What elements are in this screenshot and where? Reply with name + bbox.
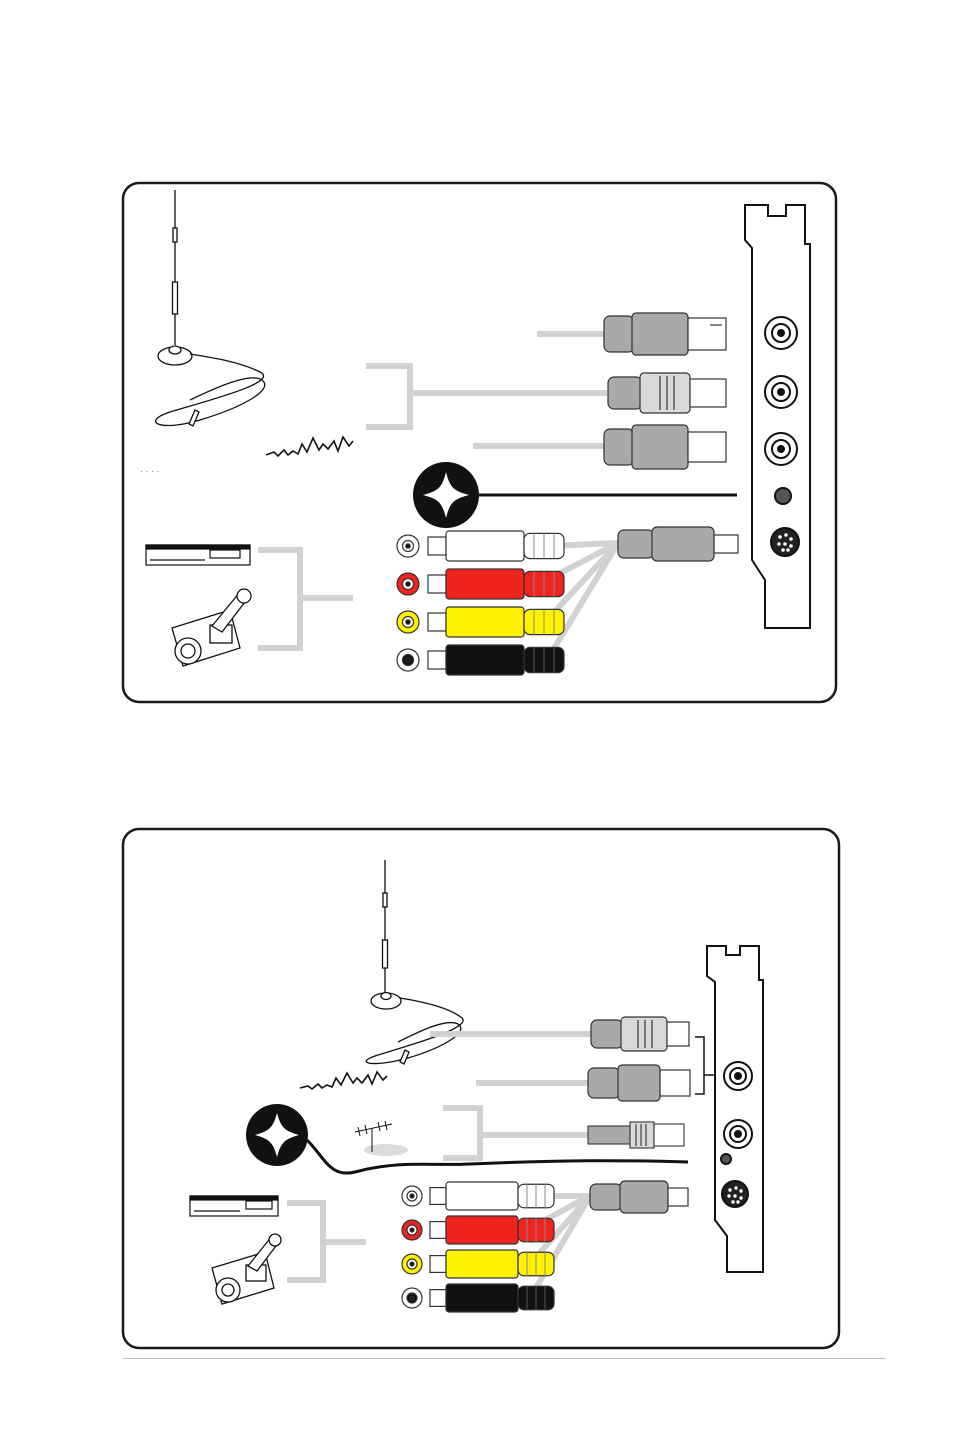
tiny-dots: · · · ·	[140, 466, 160, 476]
coax-plug-1	[591, 1017, 689, 1051]
coax-plug-2	[588, 1065, 690, 1101]
antenna-cables	[430, 1034, 594, 1158]
rca-plug-red	[397, 569, 564, 599]
capture-card-bracket	[745, 205, 810, 628]
breakout-plug	[590, 1181, 688, 1213]
vcr-device-icon	[146, 545, 250, 565]
cable-bracket-antenna	[366, 366, 607, 427]
breakout-cables	[530, 1196, 590, 1298]
four-point-star-badge-icon	[413, 462, 737, 528]
coax-plug-1	[604, 313, 726, 355]
breakout-plug	[618, 527, 738, 561]
cable-bracket-devices	[258, 550, 353, 648]
breakout-cables	[547, 543, 618, 660]
rca-plug-group	[402, 1182, 554, 1312]
signal-wave-icon	[300, 1072, 387, 1089]
rca-plug-black	[402, 1284, 554, 1312]
camcorder-icon	[172, 589, 251, 666]
rooftop-antenna-icon	[355, 1121, 408, 1156]
f-connector-plug	[588, 1122, 684, 1148]
capture-card-bracket	[707, 946, 763, 1272]
cable-bracket-devices	[287, 1203, 366, 1280]
rca-plug-red	[402, 1216, 554, 1244]
diagram-top: · · · ·	[123, 183, 836, 702]
rca-plug-white	[402, 1182, 554, 1210]
rca-plug-group	[397, 531, 564, 675]
magnetic-antenna-icon	[156, 190, 265, 426]
diagram-bottom	[123, 829, 839, 1348]
coax-plug-2	[608, 373, 726, 413]
rca-plug-yellow	[397, 607, 564, 637]
rca-plug-white	[397, 531, 564, 561]
camcorder-icon	[212, 1234, 281, 1304]
vcr-device-icon	[190, 1196, 278, 1216]
coax-plug-3	[604, 425, 726, 469]
rca-plug-black	[397, 645, 564, 675]
signal-wave-icon	[266, 437, 353, 456]
rca-plug-yellow	[402, 1250, 554, 1278]
footer-rule	[123, 1358, 886, 1359]
